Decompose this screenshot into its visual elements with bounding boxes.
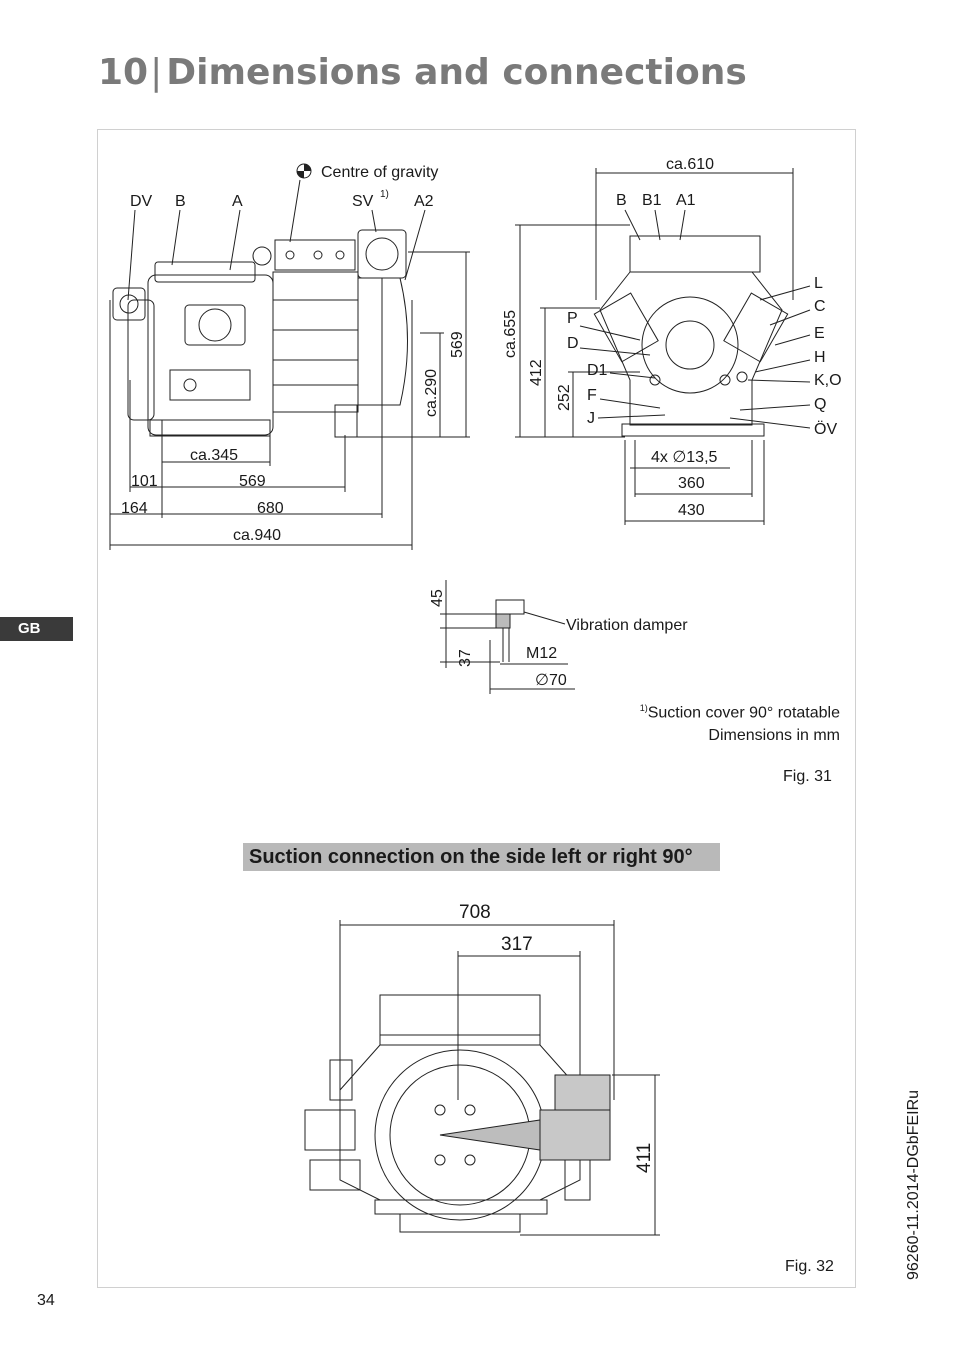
side-view-dimensions bbox=[109, 179, 470, 550]
dim-360: 360 bbox=[678, 475, 705, 492]
dim-164: 164 bbox=[121, 500, 148, 517]
fig31-caption: Fig. 31 bbox=[783, 768, 832, 785]
dim-45: 45 bbox=[429, 589, 446, 607]
label-p: P bbox=[567, 310, 578, 327]
dim-ca610: ca.610 bbox=[666, 156, 714, 173]
dim-430: 430 bbox=[678, 502, 705, 519]
dim-252: 252 bbox=[556, 384, 573, 411]
label-front-b: B bbox=[616, 192, 627, 209]
document-id: 96260-11.2014-DGbFEIRu bbox=[905, 1089, 922, 1280]
footnote-suction-cover: 1)Suction cover 90° rotatable bbox=[600, 703, 840, 722]
dim-101: 101 bbox=[131, 473, 158, 490]
footnote-marker: 1) bbox=[639, 703, 648, 713]
centre-of-gravity-icon bbox=[296, 163, 312, 179]
label-b: B bbox=[175, 193, 186, 210]
dim-ca290: ca.290 bbox=[423, 369, 440, 417]
fig32-dimensions bbox=[339, 920, 660, 1236]
label-a1: A1 bbox=[676, 192, 696, 209]
figure-frame bbox=[97, 129, 856, 1288]
label-j: J bbox=[587, 410, 595, 427]
label-a: A bbox=[232, 193, 243, 210]
vibration-damper-label: Vibration damper bbox=[566, 617, 688, 634]
label-l: L bbox=[814, 275, 823, 292]
label-sv: SV bbox=[352, 193, 374, 210]
dim-ca345: ca.345 bbox=[190, 447, 238, 464]
label-a2: A2 bbox=[414, 193, 434, 210]
front-view-dimensions bbox=[515, 168, 811, 525]
label-d1: D1 bbox=[587, 362, 608, 379]
label-ov: ÖV bbox=[814, 420, 837, 438]
page-number: 34 bbox=[37, 1292, 55, 1309]
label-b1: B1 bbox=[642, 192, 662, 209]
dim-569-horizontal: 569 bbox=[239, 473, 266, 490]
section-title: Suction connection on the side left or r… bbox=[243, 843, 720, 871]
label-ko: K,O bbox=[814, 372, 842, 389]
dim-317: 317 bbox=[501, 934, 533, 955]
label-dv: DV bbox=[130, 193, 153, 210]
language-tab: GB bbox=[0, 617, 73, 641]
chapter-number: 10 bbox=[98, 52, 149, 93]
dim-411: 411 bbox=[634, 1143, 655, 1173]
centre-of-gravity-label: Centre of gravity bbox=[321, 164, 438, 181]
dim-708: 708 bbox=[459, 902, 491, 923]
label-f: F bbox=[587, 387, 597, 404]
dim-37: 37 bbox=[457, 649, 474, 667]
label-d: D bbox=[567, 335, 579, 352]
dim-569-vertical: 569 bbox=[449, 331, 466, 358]
dim-diameter-70: ∅70 bbox=[535, 672, 567, 689]
label-c: C bbox=[814, 298, 826, 315]
label-e: E bbox=[814, 325, 825, 342]
thread-m12: M12 bbox=[526, 645, 557, 662]
dim-ca655: ca.655 bbox=[502, 310, 519, 358]
label-sv-superscript: 1) bbox=[380, 189, 389, 200]
chapter-title: Dimensions and connections bbox=[166, 52, 747, 93]
side-view-drawing bbox=[112, 229, 408, 438]
fig32-caption: Fig. 32 bbox=[785, 1258, 834, 1275]
dim-412: 412 bbox=[528, 359, 545, 386]
label-h: H bbox=[814, 349, 826, 366]
units-note: Dimensions in mm bbox=[708, 727, 840, 744]
footnote-text: Suction cover 90° rotatable bbox=[647, 704, 840, 722]
fig32-drawing bbox=[304, 994, 611, 1233]
dim-ca940: ca.940 bbox=[233, 527, 281, 544]
dim-holes: 4x ∅13,5 bbox=[651, 449, 718, 466]
page-title: 10|Dimensions and connections bbox=[98, 52, 747, 93]
label-q: Q bbox=[814, 396, 826, 413]
dim-680: 680 bbox=[257, 500, 284, 517]
vibration-damper-drawing bbox=[440, 580, 575, 694]
